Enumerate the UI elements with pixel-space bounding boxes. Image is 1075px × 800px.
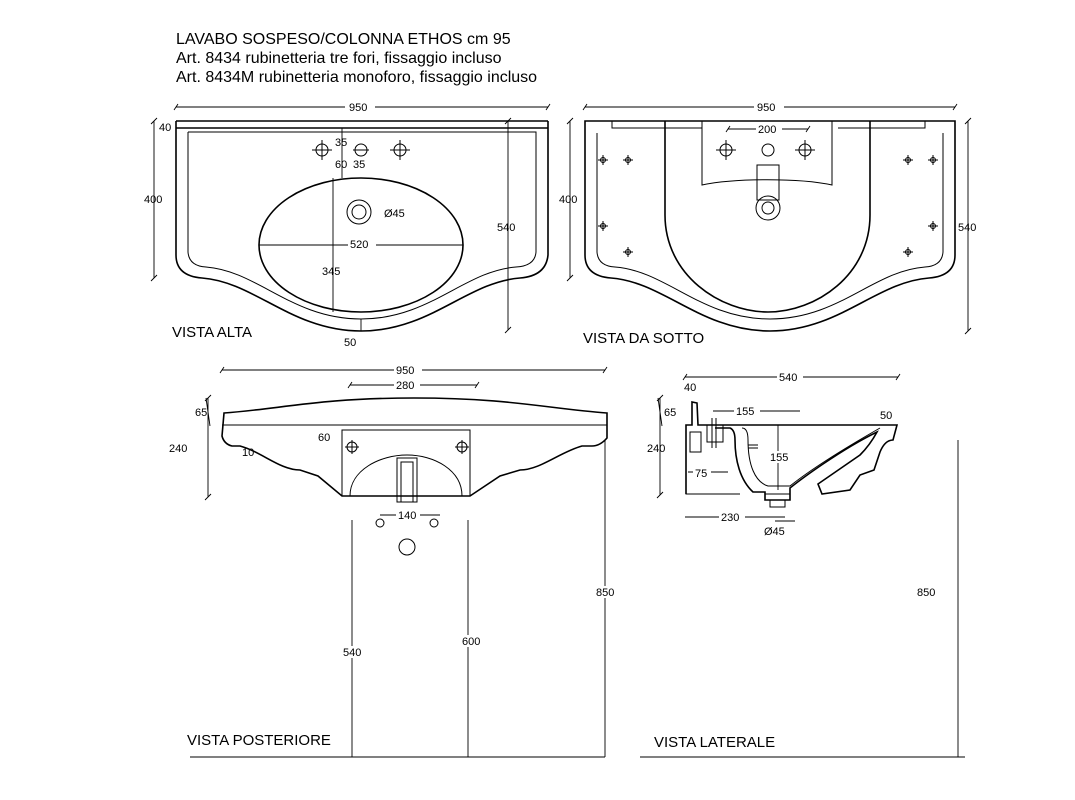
mask [348,238,376,250]
dim-540: 540 [779,372,797,384]
dim-200: 200 [758,124,776,136]
mask [777,371,803,383]
fixing-points-icon [598,155,938,257]
floor-fixings-icon [375,518,439,556]
view-label-rear: VISTA POSTERIORE [187,732,331,749]
mask [915,586,939,598]
side-view-fitting [706,418,790,508]
bottom-view-outline [584,120,956,332]
dim-950: 950 [349,102,367,114]
bottom-view-inner [596,121,944,320]
dim-drain: Ø45 [764,526,785,538]
dim-400: 400 [144,194,162,206]
dim-850: 850 [596,587,614,599]
dim-155: 155 [736,406,754,418]
title-line-3: Art. 8434M rubinetteria monoforo, fissag… [176,69,538,86]
dim-280: 280 [396,380,414,392]
dim-240: 240 [169,443,187,455]
drain-slot-inner [400,461,414,503]
side-view-inner [685,425,881,495]
side-view-outline [685,401,899,501]
dim-75: 75 [695,468,707,480]
dim-35-dia: 35 [353,159,365,171]
dim-140: 140 [398,510,416,522]
drain-inner-icon [761,201,775,215]
title-line-2: Art. 8434 rubinetteria tre fori, fissagg… [176,50,502,67]
pedestal-support [664,121,871,313]
title-line-1: LAVABO SOSPESO/COLONNA ETHOS cm 95 [176,31,511,48]
mask [693,467,711,479]
mask [756,123,782,135]
pedestal-inner [701,121,833,186]
dim-40: 40 [159,122,171,134]
dim-540: 540 [958,222,976,234]
dim-345: 345 [322,266,340,278]
bottom-view: 950 200 400 540 VISTA DA SOTTO [559,101,976,347]
tap-hole-center-icon [353,143,369,157]
top-view-inner-rim [187,131,537,320]
bottom-view-dim-lines [566,103,972,335]
mask [394,379,420,391]
mask [345,101,375,113]
dim-35: 35 [335,137,347,149]
drain-inner-icon [351,204,367,220]
rear-view: 950 280 65 240 10 60 140 540 600 850 VIS… [169,364,618,758]
mask [734,405,760,417]
dim-40: 40 [684,382,696,394]
side-view-dim-lines [640,373,965,758]
dim-10: 10 [242,447,254,459]
mask [341,646,365,658]
mask [460,635,484,647]
tap-hole-right-icon [390,140,410,160]
side-view: 540 40 65 240 155 50 155 75 230 Ø45 850 … [640,371,965,758]
mask [394,364,422,376]
dim-240: 240 [647,443,665,455]
dim-230: 230 [721,512,739,524]
dim-drain: Ø45 [384,208,405,220]
view-label-top: VISTA ALTA [172,324,252,341]
dim-65: 65 [195,407,207,419]
top-view-dim-lines [150,103,551,334]
mask [719,511,745,523]
dim-850: 850 [917,587,935,599]
pedestal-back [341,429,471,497]
dim-50: 50 [344,337,356,349]
top-view: 950 40 400 540 35 60 35 Ø45 520 345 50 V… [144,101,551,349]
mask [768,451,794,463]
dim-60: 60 [318,432,330,444]
top-view-outline [175,120,549,332]
fixing-slot [689,431,702,453]
dim-950: 950 [757,102,775,114]
view-label-bottom: VISTA DA SOTTO [583,330,704,347]
mask [594,586,618,598]
dim-155-depth: 155 [770,452,788,464]
tap-holes-icon [716,140,815,160]
drain-outer-icon [346,199,372,225]
drain-outer-icon [755,195,781,221]
dim-65: 65 [664,407,676,419]
mask [754,101,784,113]
dim-60: 60 [335,159,347,171]
view-label-side: VISTA LATERALE [654,734,775,751]
dim-540: 540 [343,647,361,659]
dim-540: 540 [497,222,515,234]
dim-400: 400 [559,194,577,206]
tap-hole-left-icon [312,140,332,160]
drain-stem [756,164,780,201]
mask [396,509,420,521]
dim-950: 950 [396,365,414,377]
rear-view-outline [221,397,608,497]
fixing-holes-icon [345,440,469,454]
dim-600: 600 [462,636,480,648]
dim-50: 50 [880,410,892,422]
dim-520: 520 [350,239,368,251]
